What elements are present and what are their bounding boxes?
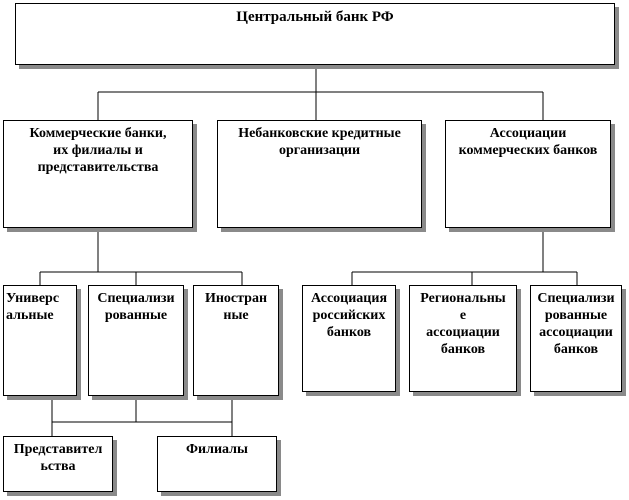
regional-associations-box: Региональны е ассоциации банков [409,285,517,392]
specialized-associations-box: Специализи рованные ассоциации банков [530,285,622,392]
bank-associations-box: Ассоциации коммерческих банков [445,120,611,228]
non-bank-credit-orgs-box: Небанковские кредитные организации [217,120,422,228]
specialized-banks-box: Специализи рованные [88,285,184,396]
branches-box: Филиалы [157,436,277,492]
universal-banks-box: Универс альные [3,285,77,396]
representative-offices-box: Представител ьства [3,436,113,492]
commercial-banks-box: Коммерческие банки, их филиалы и предста… [3,120,193,228]
central-bank-box: Центральный банк РФ [15,3,615,65]
foreign-banks-box: Иностран ные [193,285,279,396]
russian-banks-association-box: Ассоциация российских банков [302,285,396,392]
